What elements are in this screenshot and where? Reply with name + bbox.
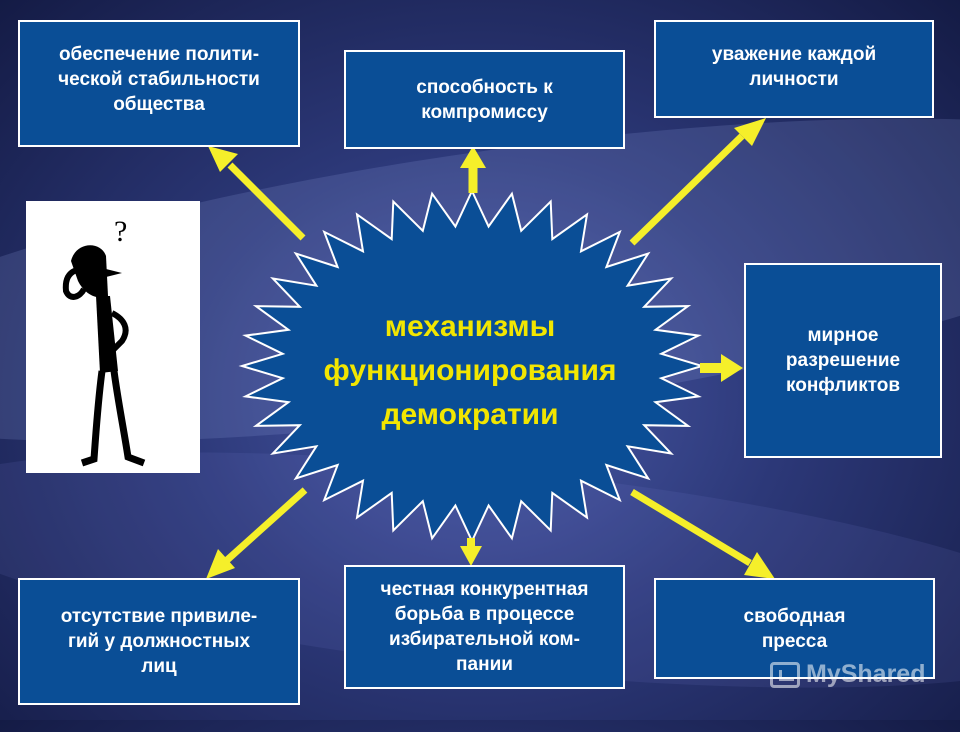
box-compromise: способность к компромиссу	[344, 50, 625, 149]
arrow-to-stability	[208, 146, 306, 241]
presentation-icon	[770, 661, 800, 688]
question-mark: ?	[114, 215, 127, 248]
arrow-to-compromise	[460, 146, 486, 193]
box-fair-election: честная конкурентная борьба в процессе и…	[344, 565, 625, 689]
box-peaceful-resolution: мирное разрешение конфликтов	[744, 263, 942, 458]
arrow-to-election	[460, 538, 482, 566]
arrow-to-privileges	[206, 487, 308, 579]
watermark-text: MyShared	[806, 660, 926, 688]
arrow-to-respect	[629, 118, 766, 246]
thinking-figure-card: ?	[26, 201, 200, 473]
thinking-person-icon: ?	[62, 215, 146, 467]
box-no-privileges: отсутствие привиле- гий у должностных ли…	[18, 578, 300, 705]
watermark: MyShared	[770, 660, 925, 689]
box-political-stability: обеспечение полити- ческой стабильности …	[18, 20, 300, 147]
arrow-to-press	[630, 489, 775, 579]
box-respect-personality: уважение каждой личности	[654, 20, 934, 118]
center-title: механизмы функционирования демократии	[323, 310, 617, 431]
arrow-to-peace	[700, 354, 743, 382]
